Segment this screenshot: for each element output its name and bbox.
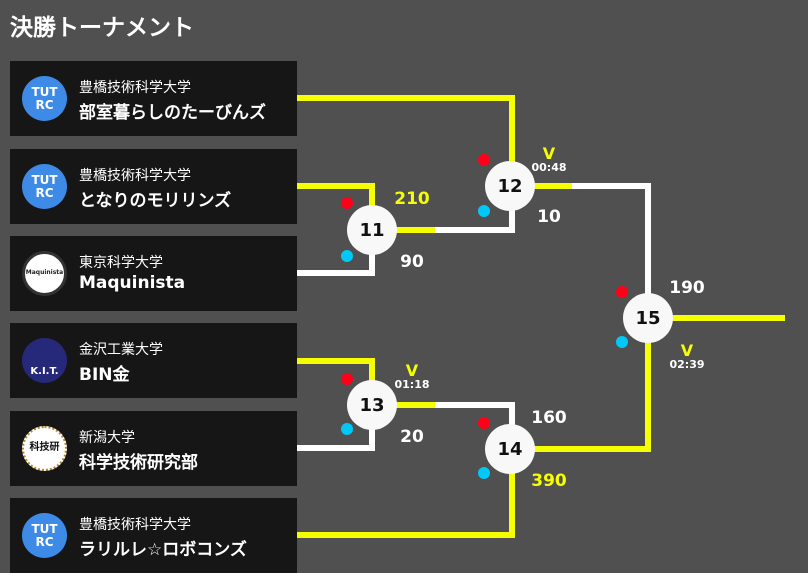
team-logo: TUT RC xyxy=(22,513,67,558)
team-name: 科学技術研究部 xyxy=(79,453,198,473)
line-team4 xyxy=(297,358,375,381)
match-node-13[interactable]: 13 xyxy=(347,380,397,430)
team-card[interactable]: TUT RC 豊橋技術科学大学 部室暮らしのたーびんズ xyxy=(10,61,297,136)
red-side-dot xyxy=(616,286,628,298)
match-node-14[interactable]: 14 xyxy=(485,424,535,474)
team-card[interactable]: 科技研 新潟大学 科学技術研究部 xyxy=(10,411,297,486)
team-university: 豊橋技術科学大学 xyxy=(79,517,191,533)
team-card[interactable]: TUT RC 豊橋技術科学大学 ラリルレ☆ロボコンズ xyxy=(10,498,297,573)
line-team1 xyxy=(297,95,515,162)
team-name: ラリルレ☆ロボコンズ xyxy=(79,540,247,560)
match-11-bottom-score: 90 xyxy=(400,252,424,272)
line-m12-out-white xyxy=(572,183,651,294)
match-12-bottom-score: 10 xyxy=(537,207,561,227)
line-team3 xyxy=(297,254,375,276)
team-logo: 科技研 xyxy=(22,426,67,471)
match-node-12[interactable]: 12 xyxy=(485,161,535,211)
line-team6 xyxy=(297,473,515,538)
match-14-top-score: 160 xyxy=(531,408,567,428)
blue-side-dot xyxy=(616,336,628,348)
team-university: 豊橋技術科学大学 xyxy=(79,80,191,96)
team-card[interactable]: K.I.T. 金沢工業大学 BIN金 xyxy=(10,323,297,398)
team-university: 新潟大学 xyxy=(79,430,135,446)
line-m13-out-white xyxy=(435,402,515,425)
team-university: 東京科学大学 xyxy=(79,255,163,271)
team-card[interactable]: TUT RC 豊橋技術科学大学 となりのモリリンズ xyxy=(10,149,297,224)
team-logo: TUT RC xyxy=(22,164,67,209)
match-15-top-score: 190 xyxy=(669,278,705,298)
page-title: 決勝トーナメント xyxy=(10,15,194,41)
team-logo: TUT RC xyxy=(22,76,67,121)
team-logo: Maquinista xyxy=(22,251,67,296)
line-team5 xyxy=(297,429,375,451)
red-side-dot xyxy=(478,417,490,429)
blue-side-dot xyxy=(341,250,353,262)
line-m11-out-white xyxy=(435,210,515,233)
blue-side-dot xyxy=(341,423,353,435)
match-node-11[interactable]: 11 xyxy=(347,205,397,255)
team-name: Maquinista xyxy=(79,273,186,293)
red-side-dot xyxy=(341,373,353,385)
team-university: 豊橋技術科学大学 xyxy=(79,168,191,184)
blue-side-dot xyxy=(478,205,490,217)
line-team2 xyxy=(297,183,375,206)
team-name: 部室暮らしのたーびんズ xyxy=(79,103,266,123)
team-name: BIN金 xyxy=(79,365,130,385)
team-name: となりのモリリンズ xyxy=(79,191,232,211)
match-13-bottom-score: 20 xyxy=(400,427,424,447)
red-side-dot xyxy=(341,197,353,209)
match-11-top-score: 210 xyxy=(394,189,430,209)
line-m14-out xyxy=(534,342,651,452)
red-side-dot xyxy=(478,154,490,166)
blue-side-dot xyxy=(478,467,490,479)
match-node-15[interactable]: 15 xyxy=(623,293,673,343)
team-logo: K.I.T. xyxy=(22,338,67,383)
team-university: 金沢工業大学 xyxy=(79,342,163,358)
team-card[interactable]: Maquinista 東京科学大学 Maquinista xyxy=(10,236,297,311)
match-14-bottom-score: 390 xyxy=(531,471,567,491)
